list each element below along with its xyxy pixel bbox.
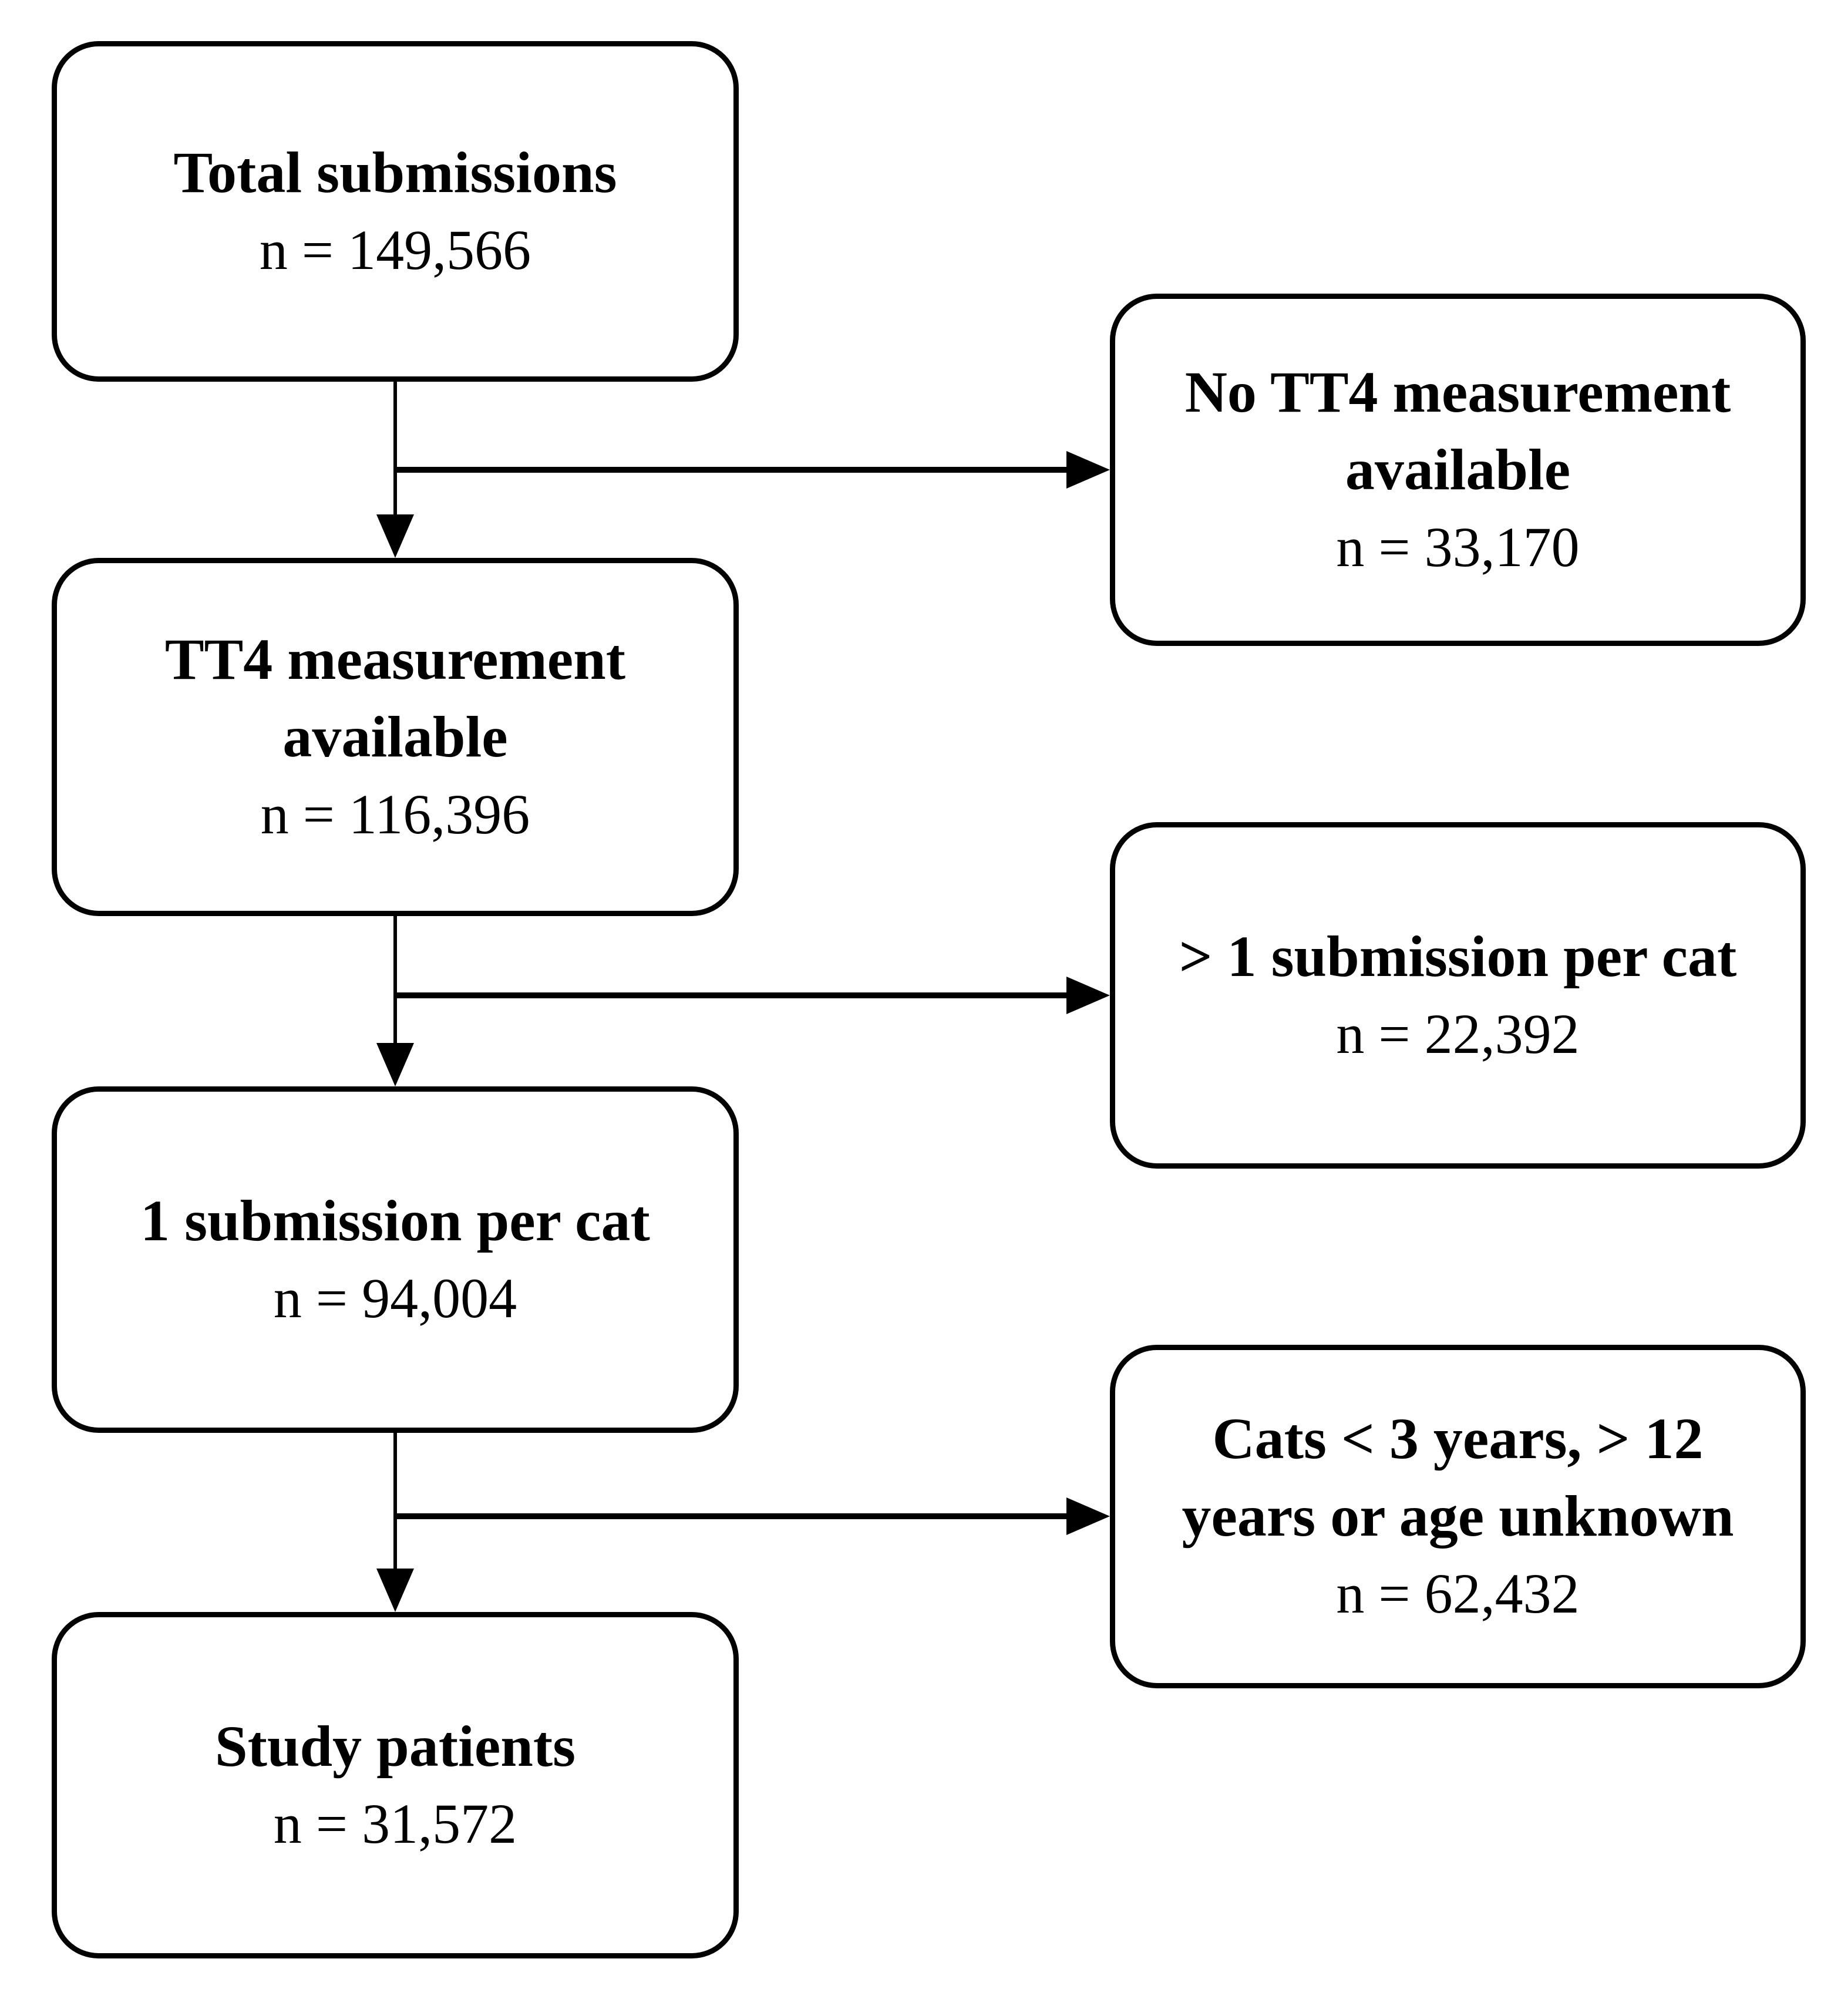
connector-vertical-1: [393, 382, 397, 523]
box-count: n = 116,396: [260, 782, 530, 846]
arrow-right-icon: [1066, 1497, 1110, 1535]
connector-horizontal-2: [395, 992, 1075, 998]
connector-vertical-3: [393, 1433, 397, 1577]
flow-box-age-excluded: Cats < 3 years, > 12 years or age unknow…: [1110, 1345, 1806, 1688]
flow-box-total-submissions: Total submissions n = 149,566: [52, 41, 739, 382]
flow-box-tt4-measurement-available: TT4 measurement available n = 116,396: [52, 558, 739, 916]
box-title: Total submissions: [173, 139, 617, 205]
arrow-right-icon: [1066, 451, 1110, 489]
box-count: n = 22,392: [1336, 1002, 1580, 1065]
box-count: n = 149,566: [259, 218, 531, 281]
flow-box-no-tt4-measurement: No TT4 measurement available n = 33,170: [1110, 294, 1806, 646]
connector-horizontal-3: [395, 1513, 1075, 1519]
arrow-down-icon: [376, 514, 414, 558]
box-title: No TT4 measurement available: [1184, 359, 1731, 502]
box-title: TT4 measurement available: [164, 626, 626, 769]
connector-vertical-2: [393, 916, 397, 1051]
flow-box-study-patients: Study patients n = 31,572: [52, 1612, 739, 1958]
connector-horizontal-1: [395, 467, 1075, 473]
box-title: Cats < 3 years, > 12 years or age unknow…: [1182, 1406, 1734, 1549]
box-title: > 1 submission per cat: [1179, 923, 1737, 989]
arrow-down-icon: [376, 1043, 414, 1086]
box-count: n = 62,432: [1336, 1562, 1580, 1625]
box-count: n = 31,572: [273, 1792, 517, 1855]
flow-box-more-than-one-submission-per-cat: > 1 submission per cat n = 22,392: [1110, 822, 1806, 1169]
box-title: Study patients: [214, 1713, 576, 1779]
box-count: n = 94,004: [273, 1266, 517, 1330]
arrow-right-icon: [1066, 977, 1110, 1014]
arrow-down-icon: [376, 1569, 414, 1612]
box-title: 1 submission per cat: [140, 1187, 650, 1253]
box-count: n = 33,170: [1336, 515, 1580, 578]
flow-box-one-submission-per-cat: 1 submission per cat n = 94,004: [52, 1086, 739, 1433]
